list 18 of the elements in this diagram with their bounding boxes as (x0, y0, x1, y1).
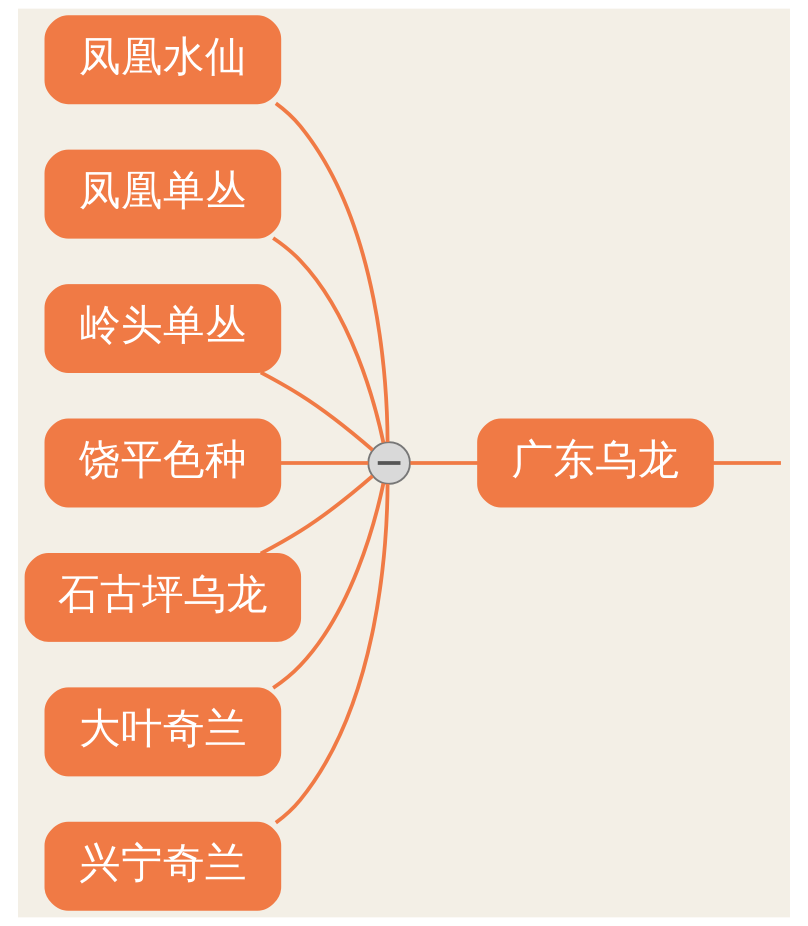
connector (410, 461, 478, 465)
connector (260, 370, 374, 452)
connector (272, 236, 386, 443)
node-box: 石古坪乌龙 (24, 552, 302, 642)
connector (280, 461, 368, 465)
node-box: 岭头单丛 (44, 284, 282, 374)
node-circle (367, 441, 411, 485)
node-box: 兴宁奇兰 (44, 822, 282, 911)
node-box: 饶平色种 (44, 418, 282, 508)
connector (713, 461, 781, 465)
connector (274, 484, 390, 824)
node-box: 凤凰单丛 (44, 150, 282, 239)
connector (274, 102, 390, 442)
node-box: 凤凰水仙 (44, 15, 282, 104)
node-box: 大叶奇兰 (44, 687, 282, 776)
connector (272, 483, 386, 690)
node-box: 广东乌龙 (477, 418, 714, 508)
connector (260, 474, 374, 556)
